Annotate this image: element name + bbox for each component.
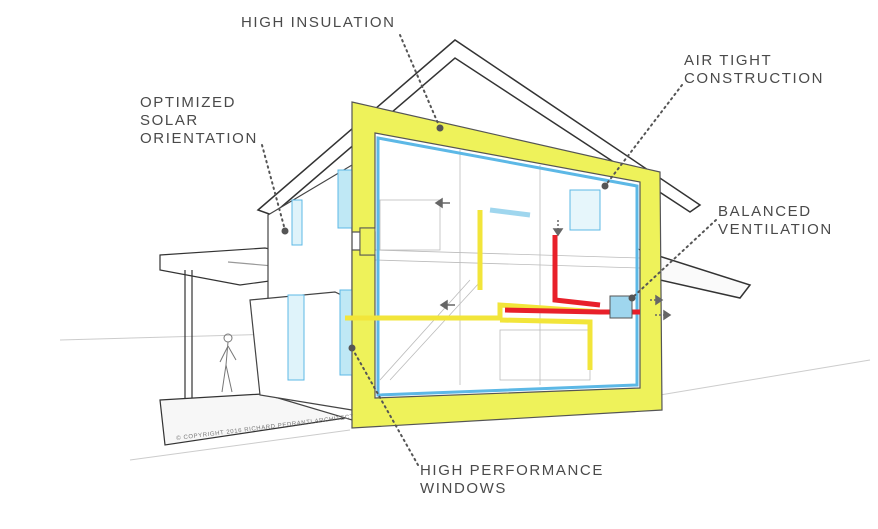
label-line: CONSTRUCTION [684,70,825,87]
ventilation-ducts [345,207,640,370]
label-line: VENTILATION [718,221,833,238]
person-figure [219,333,237,393]
label-balanced-ventilation: BALANCED VENTILATION [718,203,833,239]
leader-dots [281,124,636,352]
label-line: ORIENTATION [140,130,258,147]
leader-lines [261,34,717,466]
label-line: AIR TIGHT [684,52,773,69]
label-air-tight: AIR TIGHT CONSTRUCTION [684,52,824,88]
label-line: BALANCED [718,203,812,220]
air-tight-layer [376,136,639,397]
label-high-insulation: HIGH INSULATION [241,14,396,31]
label-line: HIGH PERFORMANCE [420,462,604,479]
label-line: WINDOWS [420,480,508,497]
airflow-arrows [434,197,672,321]
interior [374,150,641,385]
label-line: OPTIMIZED [140,94,237,111]
label-high-performance-windows: HIGH PERFORMANCE WINDOWS [420,462,604,498]
label-solar-orientation: OPTIMIZED SOLAR ORIENTATION [140,94,258,148]
floor-junction [359,227,376,256]
label-line: SOLAR [140,112,199,129]
